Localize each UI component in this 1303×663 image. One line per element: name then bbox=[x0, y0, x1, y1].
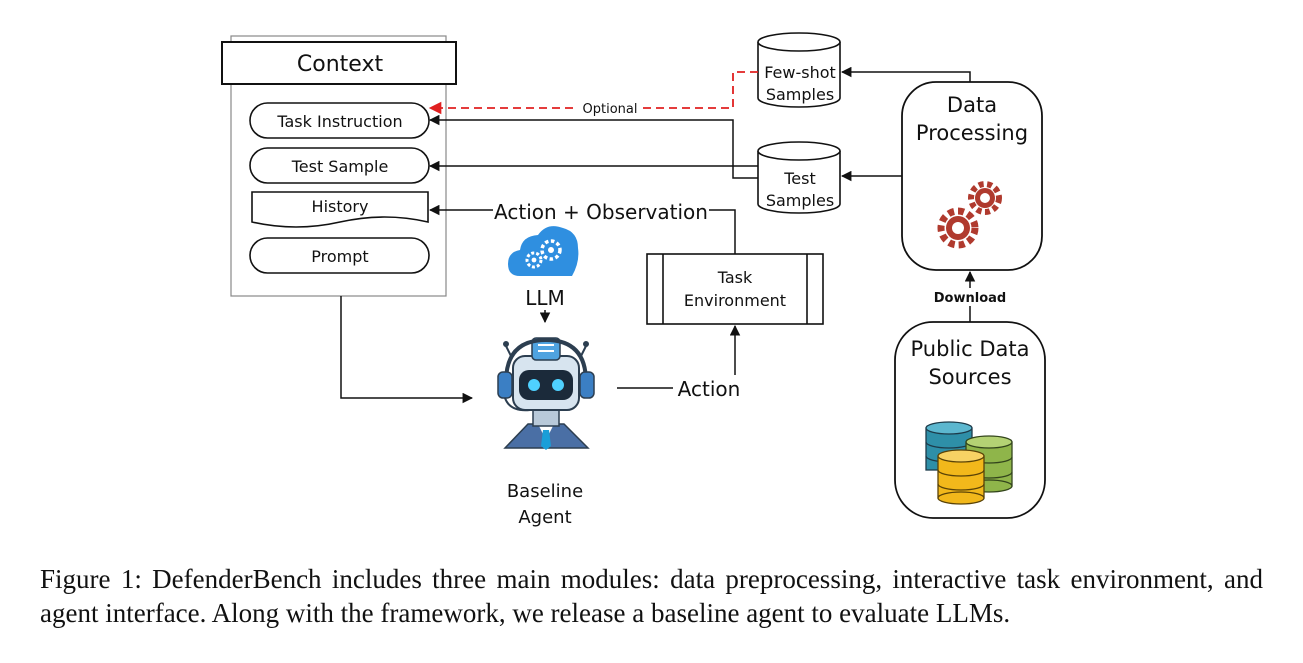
edge-processing-to-few-shot bbox=[840, 66, 971, 82]
test-samples-line1: Test bbox=[783, 169, 816, 188]
edge-optional-label: Optional bbox=[583, 102, 638, 117]
agent-label-line2: Agent bbox=[518, 507, 571, 528]
context-item-history-label: History bbox=[312, 197, 369, 216]
gears-icon bbox=[937, 181, 1002, 249]
data-processing-line2: Processing bbox=[916, 121, 1028, 145]
few-shot-samples-line1: Few-shot bbox=[764, 63, 836, 82]
few-shot-samples-line2: Samples bbox=[766, 85, 834, 104]
task-environment-line1: Task bbox=[717, 268, 753, 287]
context-title: Context bbox=[297, 52, 384, 77]
context-item-task-instruction-label: Task Instruction bbox=[276, 112, 402, 131]
context-item-prompt bbox=[249, 237, 430, 274]
llm-label: LLM bbox=[525, 286, 565, 310]
edge-test-samples-to-task-instruction bbox=[428, 114, 758, 179]
edge-context-to-agent bbox=[340, 296, 474, 404]
edge-action-observation-label: Action + Observation bbox=[494, 200, 708, 224]
few-shot-samples-cylinder bbox=[757, 32, 841, 108]
data-processing-line1: Data bbox=[947, 93, 997, 117]
edge-action-label: Action bbox=[678, 377, 741, 401]
cloud-gear-icon bbox=[508, 226, 579, 276]
public-data-sources-line2: Sources bbox=[928, 365, 1011, 389]
databases-icon bbox=[925, 421, 1013, 505]
context-item-test-sample-label: Test Sample bbox=[291, 157, 389, 176]
public-data-sources-line1: Public Data bbox=[911, 337, 1030, 361]
context-panel: Context Task Instruction Test Sample His… bbox=[221, 35, 457, 297]
robot-icon bbox=[497, 337, 595, 450]
context-item-prompt-label: Prompt bbox=[311, 247, 368, 266]
test-samples-cylinder bbox=[757, 141, 841, 214]
agent-label-line1: Baseline bbox=[507, 481, 583, 502]
figure-caption: Figure 1: DefenderBench includes three m… bbox=[40, 564, 1263, 628]
test-samples-line2: Samples bbox=[766, 191, 834, 210]
edge-download-label: Download bbox=[934, 291, 1006, 306]
context-item-history bbox=[251, 191, 429, 228]
task-environment-box bbox=[646, 253, 824, 325]
task-environment-line2: Environment bbox=[684, 291, 786, 310]
